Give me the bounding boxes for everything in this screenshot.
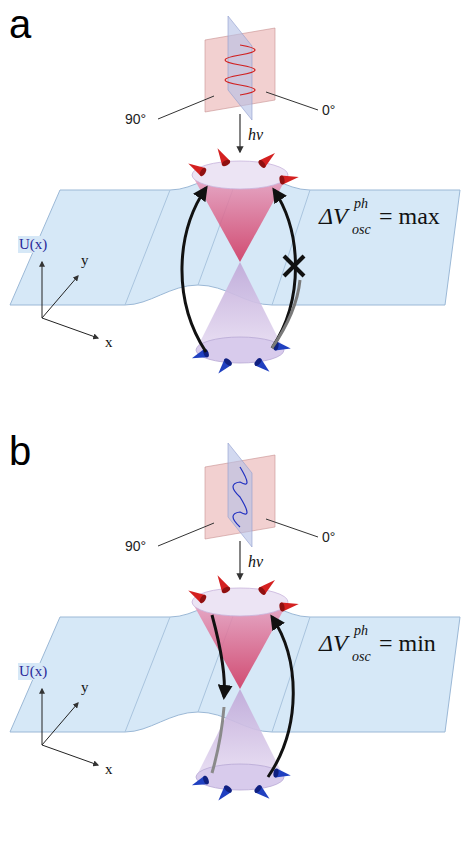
angle-label: 90° <box>124 539 147 554</box>
angle-label: 0° <box>321 103 336 118</box>
photon-label: hν <box>247 553 264 571</box>
axis-label: U(x) <box>18 663 48 680</box>
panel-letter: b <box>8 429 32 473</box>
formula-part: ΔV <box>318 203 349 229</box>
formula-part: = max <box>378 203 441 229</box>
angle-label: 0° <box>321 530 336 545</box>
axis-label: y <box>80 679 90 696</box>
formula-part: = min <box>378 630 437 656</box>
angle-label: 90° <box>124 112 147 127</box>
formula-subscript: osc <box>351 649 372 664</box>
axis-label: U(x) <box>18 236 48 253</box>
formula-superscript: ph <box>353 623 369 638</box>
axis-label: x <box>104 761 114 778</box>
axis-label: y <box>80 252 90 269</box>
formula-subscript: osc <box>351 222 372 237</box>
photon-label: hν <box>247 126 264 144</box>
panel-a <box>10 16 460 376</box>
panel-b <box>10 443 460 803</box>
panel-letter: a <box>8 2 32 46</box>
formula-part: ΔV <box>318 630 349 656</box>
formula-superscript: ph <box>353 196 369 211</box>
axis-label: x <box>104 334 114 351</box>
